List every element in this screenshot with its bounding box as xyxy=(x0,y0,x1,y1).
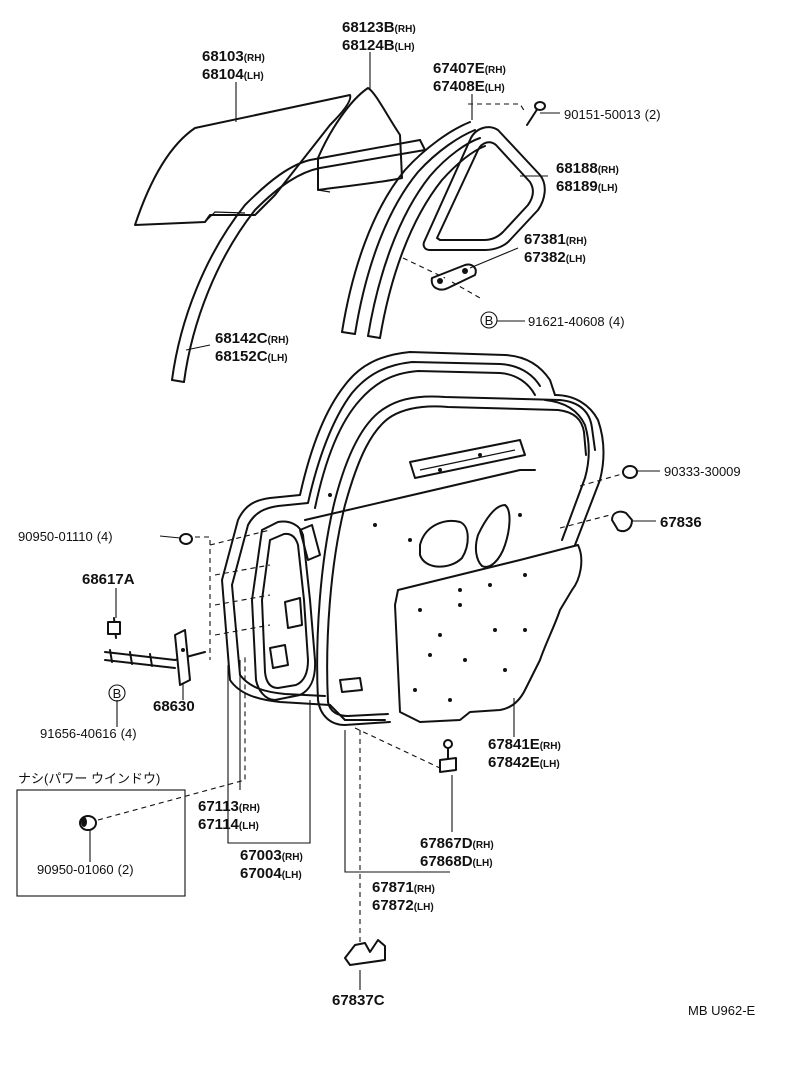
glass-run-channel-drawing xyxy=(171,139,426,383)
part-label: 67003(RH) xyxy=(240,847,303,864)
part-label: 90950-01110 (4) xyxy=(18,528,113,545)
part-label: 67408E(LH) xyxy=(433,78,505,95)
svg-text:B: B xyxy=(113,686,122,701)
part-label: 68123B(RH) xyxy=(342,19,416,36)
leader-lines xyxy=(89,52,660,990)
plug-90333-drawing xyxy=(622,465,638,479)
part-label: 67842E(LH) xyxy=(488,754,560,771)
part-label: 68188(RH) xyxy=(556,160,619,177)
clip-67836-drawing xyxy=(611,510,633,533)
screw-drawing xyxy=(526,101,546,126)
part-label: 90950-01060 (2) xyxy=(37,861,134,878)
bolt-68617a-drawing xyxy=(107,617,121,639)
part-label: 91656-40616 (4) xyxy=(40,725,137,742)
bolt-marker-b-1: B xyxy=(480,311,498,329)
part-label: 68630 xyxy=(153,698,195,715)
door-frame-edge-drawing xyxy=(251,520,317,701)
hole-plug-drawing xyxy=(79,815,97,831)
glass-run-drawing xyxy=(341,121,486,339)
part-label: 68124B(LH) xyxy=(342,37,415,54)
part-label: 68617A xyxy=(82,571,135,588)
part-label: 67872(LH) xyxy=(372,897,434,914)
part-label: 67836 xyxy=(660,514,702,531)
bracket-drawing xyxy=(430,263,477,291)
part-label: 67868D(LH) xyxy=(420,853,493,870)
door-weatherstrip-drawing xyxy=(316,394,605,726)
part-labels: 68103(RH) 68104(LH) 68123B(RH) 68124B(LH… xyxy=(18,19,756,1018)
connector-lines xyxy=(16,103,623,945)
quarter-weatherstrip-drawing xyxy=(422,126,546,251)
part-label: 90151-50013 (2) xyxy=(564,106,661,123)
part-label: 67841E(RH) xyxy=(488,736,561,753)
part-label: 67382(LH) xyxy=(524,249,586,266)
part-label: 67407E(RH) xyxy=(433,60,506,77)
part-label: 68104(LH) xyxy=(202,66,264,83)
part-label: 90333-30009 xyxy=(664,464,741,479)
part-label: 68142C(RH) xyxy=(215,330,289,347)
part-label: 91621-40608 (4) xyxy=(528,313,625,330)
part-label: 67114(LH) xyxy=(198,816,259,833)
part-label: 67113(RH) xyxy=(198,798,260,815)
diagram-code: MB U962-E xyxy=(688,1003,756,1018)
svg-text:B: B xyxy=(485,313,494,328)
door-panel-drawing xyxy=(221,351,556,721)
trim-board-drawing xyxy=(394,544,583,723)
part-label: 68189(LH) xyxy=(556,178,618,195)
bolt-marker-b-2: B xyxy=(108,684,126,702)
part-label: 67837C xyxy=(332,992,385,1009)
part-label: 68152C(LH) xyxy=(215,348,288,365)
clip-67867d-drawing xyxy=(439,739,457,773)
no-power-window-note: ナシ(パワー ウインドウ) xyxy=(18,771,160,786)
part-label: 67004(LH) xyxy=(240,865,302,882)
door-check-drawing xyxy=(104,629,206,686)
part-label: 67381(RH) xyxy=(524,231,587,248)
plug-90950-01110-drawing xyxy=(179,533,193,545)
part-label: 67871(RH) xyxy=(372,879,435,896)
part-label: 67867D(RH) xyxy=(420,835,494,852)
pad-67837c-drawing xyxy=(344,939,386,966)
part-label: 68103(RH) xyxy=(202,48,265,65)
door-glass-drawing xyxy=(134,94,352,226)
